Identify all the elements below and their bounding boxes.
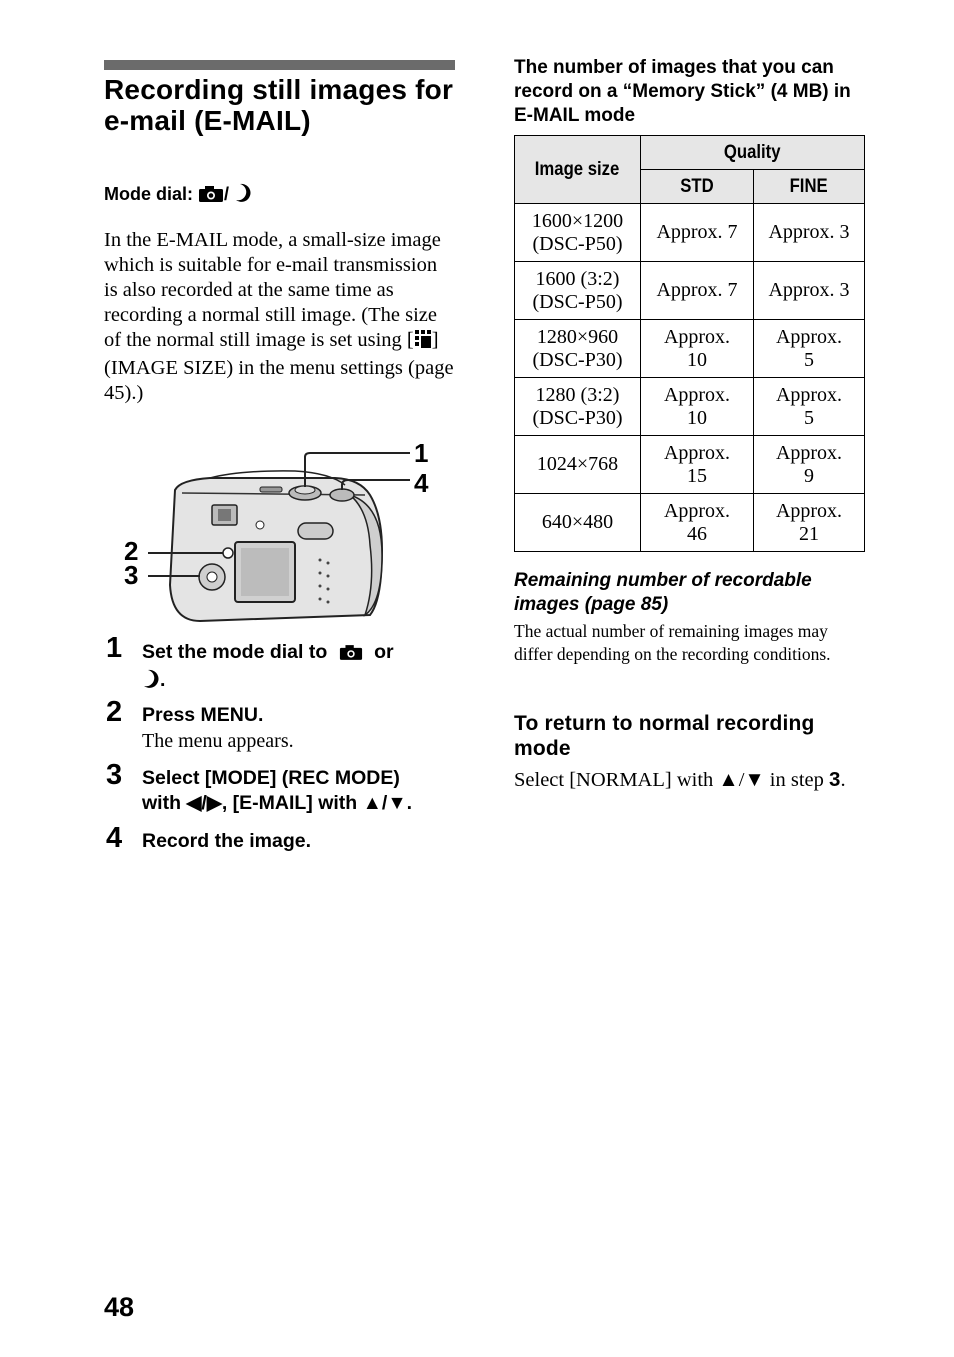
step-1-text-c: . [160, 669, 166, 691]
intro-paragraph: In the E-MAIL mode, a small-size image w… [104, 228, 454, 406]
image-size-icon [414, 329, 432, 356]
cell-fine: Approx. 3 [753, 261, 865, 320]
header-std: STD [640, 169, 754, 204]
cell-size: 1280×960(DSC-P30) [514, 319, 641, 378]
page-title: Recording still images for e-mail (E-MAI… [104, 74, 454, 136]
camera-illustration [120, 435, 430, 635]
return-step-ref: 3 [829, 768, 841, 791]
step-3-text: Select [MODE] (REC MODE) with ◀/▶, [E-MA… [142, 766, 462, 816]
header-quality: Quality [640, 135, 865, 170]
step-1-text-b: or [374, 641, 394, 663]
cell-fine: Approx.5 [753, 319, 865, 378]
cell-fine: Approx.21 [753, 493, 865, 552]
return-text-b: . [840, 769, 846, 791]
table-row: 1280 (3:2)(DSC-P30) Approx.10 Approx.5 [514, 377, 865, 436]
mode-dial-line: Mode dial: / [104, 183, 252, 208]
image-count-table: Image size Quality STD FINE 1600×1200(DS… [514, 135, 865, 552]
cell-size: 1280 (3:2)(DSC-P30) [514, 377, 641, 436]
intro-text-b: ] (IMAGE SIZE) in the menu settings (pag… [104, 329, 454, 404]
remaining-text: The actual number of remaining images ma… [514, 621, 831, 664]
header-fine: FINE [753, 169, 865, 204]
cell-std: Approx. 7 [640, 261, 754, 320]
header-image-size: Image size [514, 135, 641, 204]
cell-size: 1600×1200(DSC-P50) [514, 203, 641, 262]
step-4-text: Record the image. [142, 830, 312, 852]
table-row: 1024×768 Approx.15 Approx.9 [514, 435, 865, 494]
cell-std: Approx.15 [640, 435, 754, 494]
callout-3: 3 [124, 560, 139, 590]
mode-dial-separator: / [224, 184, 230, 204]
cell-fine: Approx. 3 [753, 203, 865, 262]
cell-fine: Approx.9 [753, 435, 865, 494]
step-1-text-a: Set the mode dial to [142, 641, 328, 663]
intro-text-a: In the E-MAIL mode, a small-size image w… [104, 229, 441, 351]
callout-4: 4 [414, 468, 429, 498]
moon-icon [142, 669, 160, 696]
cell-size: 1024×768 [514, 435, 641, 494]
cell-std: Approx.10 [640, 319, 754, 378]
cell-size: 1600 (3:2)(DSC-P50) [514, 261, 641, 320]
callout-1: 1 [414, 438, 429, 468]
step-4-number: 4 [106, 822, 123, 854]
step-2-number: 2 [106, 696, 123, 728]
step-1-text: Set the mode dial to or . [142, 640, 452, 696]
table-row: 1280×960(DSC-P30) Approx.10 Approx.5 [514, 319, 865, 378]
remaining-heading: Remaining number of recordable images (p… [514, 570, 812, 615]
step-3-line2: with ◀/▶, [E-MAIL] with ▲/▼. [142, 792, 413, 814]
return-heading: To return to normal recording mode [514, 712, 815, 760]
cell-fine: Approx.5 [753, 377, 865, 436]
camera-icon [339, 643, 363, 668]
step-3-number: 3 [106, 759, 123, 791]
table-row: 1600×1200(DSC-P50) Approx. 7 Approx. 3 [514, 203, 865, 262]
mode-dial-label: Mode dial: [104, 184, 193, 204]
step-2-sub: The menu appears. [142, 730, 294, 752]
camera-icon [198, 185, 224, 208]
cell-size: 640×480 [514, 493, 641, 552]
table-row: 640×480 Approx.46 Approx.21 [514, 493, 865, 552]
step-2-text: Press MENU. [142, 704, 264, 726]
cell-std: Approx. 7 [640, 203, 754, 262]
table-heading: The number of images that you can record… [514, 57, 851, 126]
page-number: 48 [104, 1292, 135, 1322]
callout-2: 2 [124, 536, 139, 566]
table-row: 1600 (3:2)(DSC-P50) Approx. 7 Approx. 3 [514, 261, 865, 320]
section-rule [104, 60, 455, 70]
moon-icon [234, 183, 252, 208]
return-text-a: Select [NORMAL] with ▲/▼ in step [514, 769, 830, 791]
return-text: Select [NORMAL] with ▲/▼ in step 3. [514, 767, 894, 793]
cell-std: Approx.46 [640, 493, 754, 552]
cell-std: Approx.10 [640, 377, 754, 436]
step-3-line1: Select [MODE] (REC MODE) [142, 767, 400, 789]
step-1-number: 1 [106, 632, 123, 664]
